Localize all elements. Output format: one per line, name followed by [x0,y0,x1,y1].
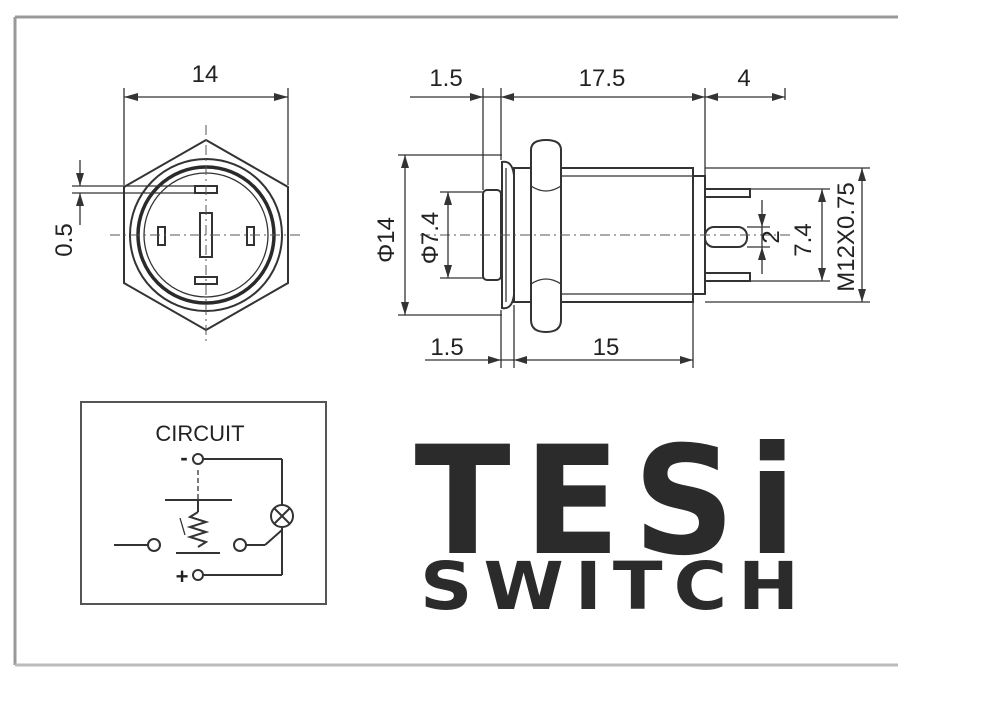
circuit-minus-terminal [192,453,204,465]
side-body-diameter-label: Φ14 [373,217,400,263]
front-view: 14 0.5 [51,61,302,345]
front-terminal-right [246,226,255,246]
side-dim-bottom-left: 1.5 [430,334,463,361]
side-dim-top-right: 4 [737,65,750,92]
side-terminal-center [704,226,748,248]
front-terminal-left [157,226,166,246]
logo-main-text: TESi [415,415,810,589]
circuit-title: CIRCUIT [155,421,244,446]
side-dim-top-mid: 17.5 [579,65,626,92]
side-thread-label: M12X0.75 [833,182,860,291]
circuit-contact-left [147,538,161,552]
circuit-contact-right [233,538,247,552]
circuit-plus-terminal [192,569,204,581]
side-button-diameter-label: Φ7.4 [417,212,444,265]
side-terminal-span-label: 7.4 [790,223,817,256]
drawing-frame [13,15,898,667]
side-terminal-top [704,188,751,198]
circuit-plus-symbol: + [176,564,189,589]
circuit-box [80,401,327,605]
front-offset-label: 0.5 [51,223,78,256]
side-dim-bottom-mid: 15 [593,334,620,361]
circuit-diagram: CIRCUIT - + [80,401,327,605]
brand-logo: TESi SWITCH [415,415,810,625]
side-view: 1.5 17.5 4 Φ14 Φ7.4 1.5 15 [373,65,870,368]
side-terminal-pitch-label: 2 [758,230,785,243]
front-terminal-bottom [194,276,218,285]
logo-sub-text: SWITCH [420,548,810,625]
side-dim-top-left: 1.5 [429,65,462,92]
front-width-label: 14 [192,61,219,88]
side-nut [530,138,562,334]
circuit-spring-icon [186,511,210,548]
circuit-minus-symbol: - [180,445,187,470]
side-terminal-bottom [704,272,751,282]
